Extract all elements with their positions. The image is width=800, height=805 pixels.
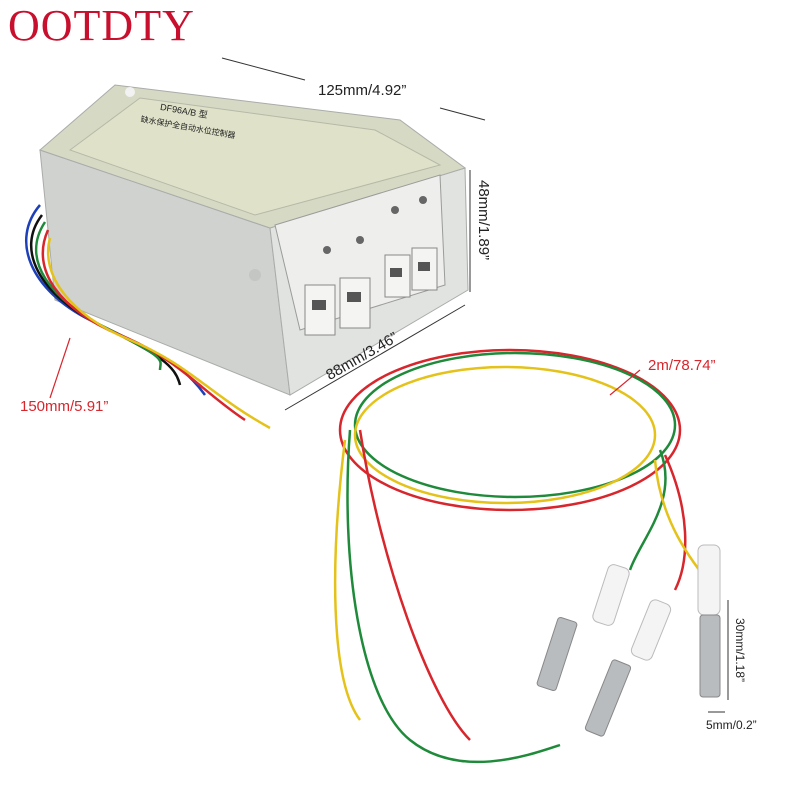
cable-length-dimension: 2m/78.74” [648,357,716,374]
probe-1 [536,564,630,692]
dimension-lines [221,57,729,713]
probe-cable [333,348,716,764]
probe-length-dimension: 30mm/1.18” [733,618,747,683]
probe-diameter-dimension: 5mm/0.2” [706,718,757,732]
annotation-leaders [49,337,641,399]
probe-3 [697,544,721,698]
probe-2 [584,599,672,737]
lead-wires [24,204,271,430]
brand-logo: OOTDTY [8,1,195,50]
height-dimension: 48mm/1.89” [475,180,492,261]
controller-housing [39,84,469,396]
lead-wire-dimension: 150mm/5.91” [20,398,109,415]
width-dimension: 125mm/4.92” [318,82,407,99]
